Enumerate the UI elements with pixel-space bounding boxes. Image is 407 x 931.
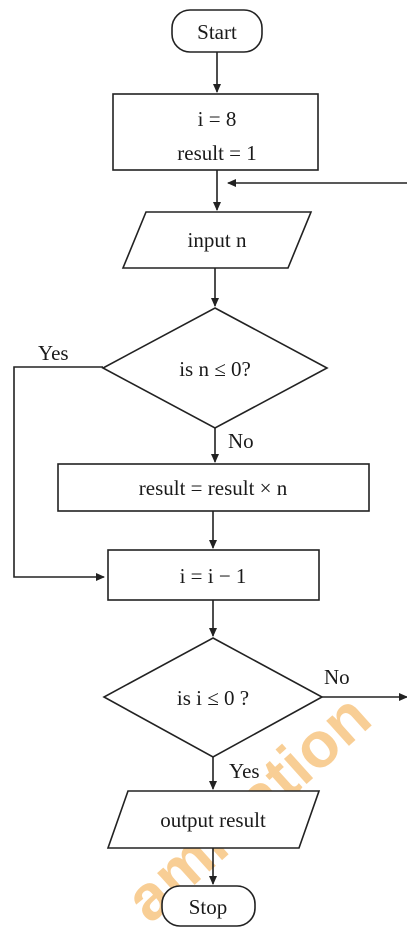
decision-i: is i ≤ 0 ? <box>102 637 324 758</box>
stop-label: Stop <box>189 895 228 919</box>
connectors <box>13 52 407 885</box>
decision-n-no-label: No <box>228 429 254 453</box>
arrow-decision-n-yes <box>13 366 105 581</box>
output-node: output result <box>106 790 321 849</box>
decision-i-no-label: No <box>324 665 350 689</box>
decrement-process: i = i − 1 <box>107 549 320 601</box>
start-node: Start <box>171 9 263 53</box>
decision-n: is n ≤ 0? <box>101 307 329 429</box>
decision-i-label: is i ≤ 0 ? <box>177 686 249 710</box>
stop-node: Stop <box>161 885 256 927</box>
output-label: output result <box>160 808 266 832</box>
decision-n-yes-label: Yes <box>38 341 69 365</box>
init-result-label: result = 1 <box>177 141 257 165</box>
decision-n-label: is n ≤ 0? <box>179 357 251 381</box>
init-process: i = 8 result = 1 <box>112 93 319 171</box>
multiply-label: result = result × n <box>139 476 288 500</box>
input-node: input n <box>121 211 313 269</box>
init-i-label: i = 8 <box>198 107 237 131</box>
multiply-process: result = result × n <box>57 463 370 512</box>
start-label: Start <box>197 20 237 44</box>
decrement-label: i = i − 1 <box>180 564 247 588</box>
input-label: input n <box>188 228 247 252</box>
decision-i-yes-label: Yes <box>229 759 260 783</box>
